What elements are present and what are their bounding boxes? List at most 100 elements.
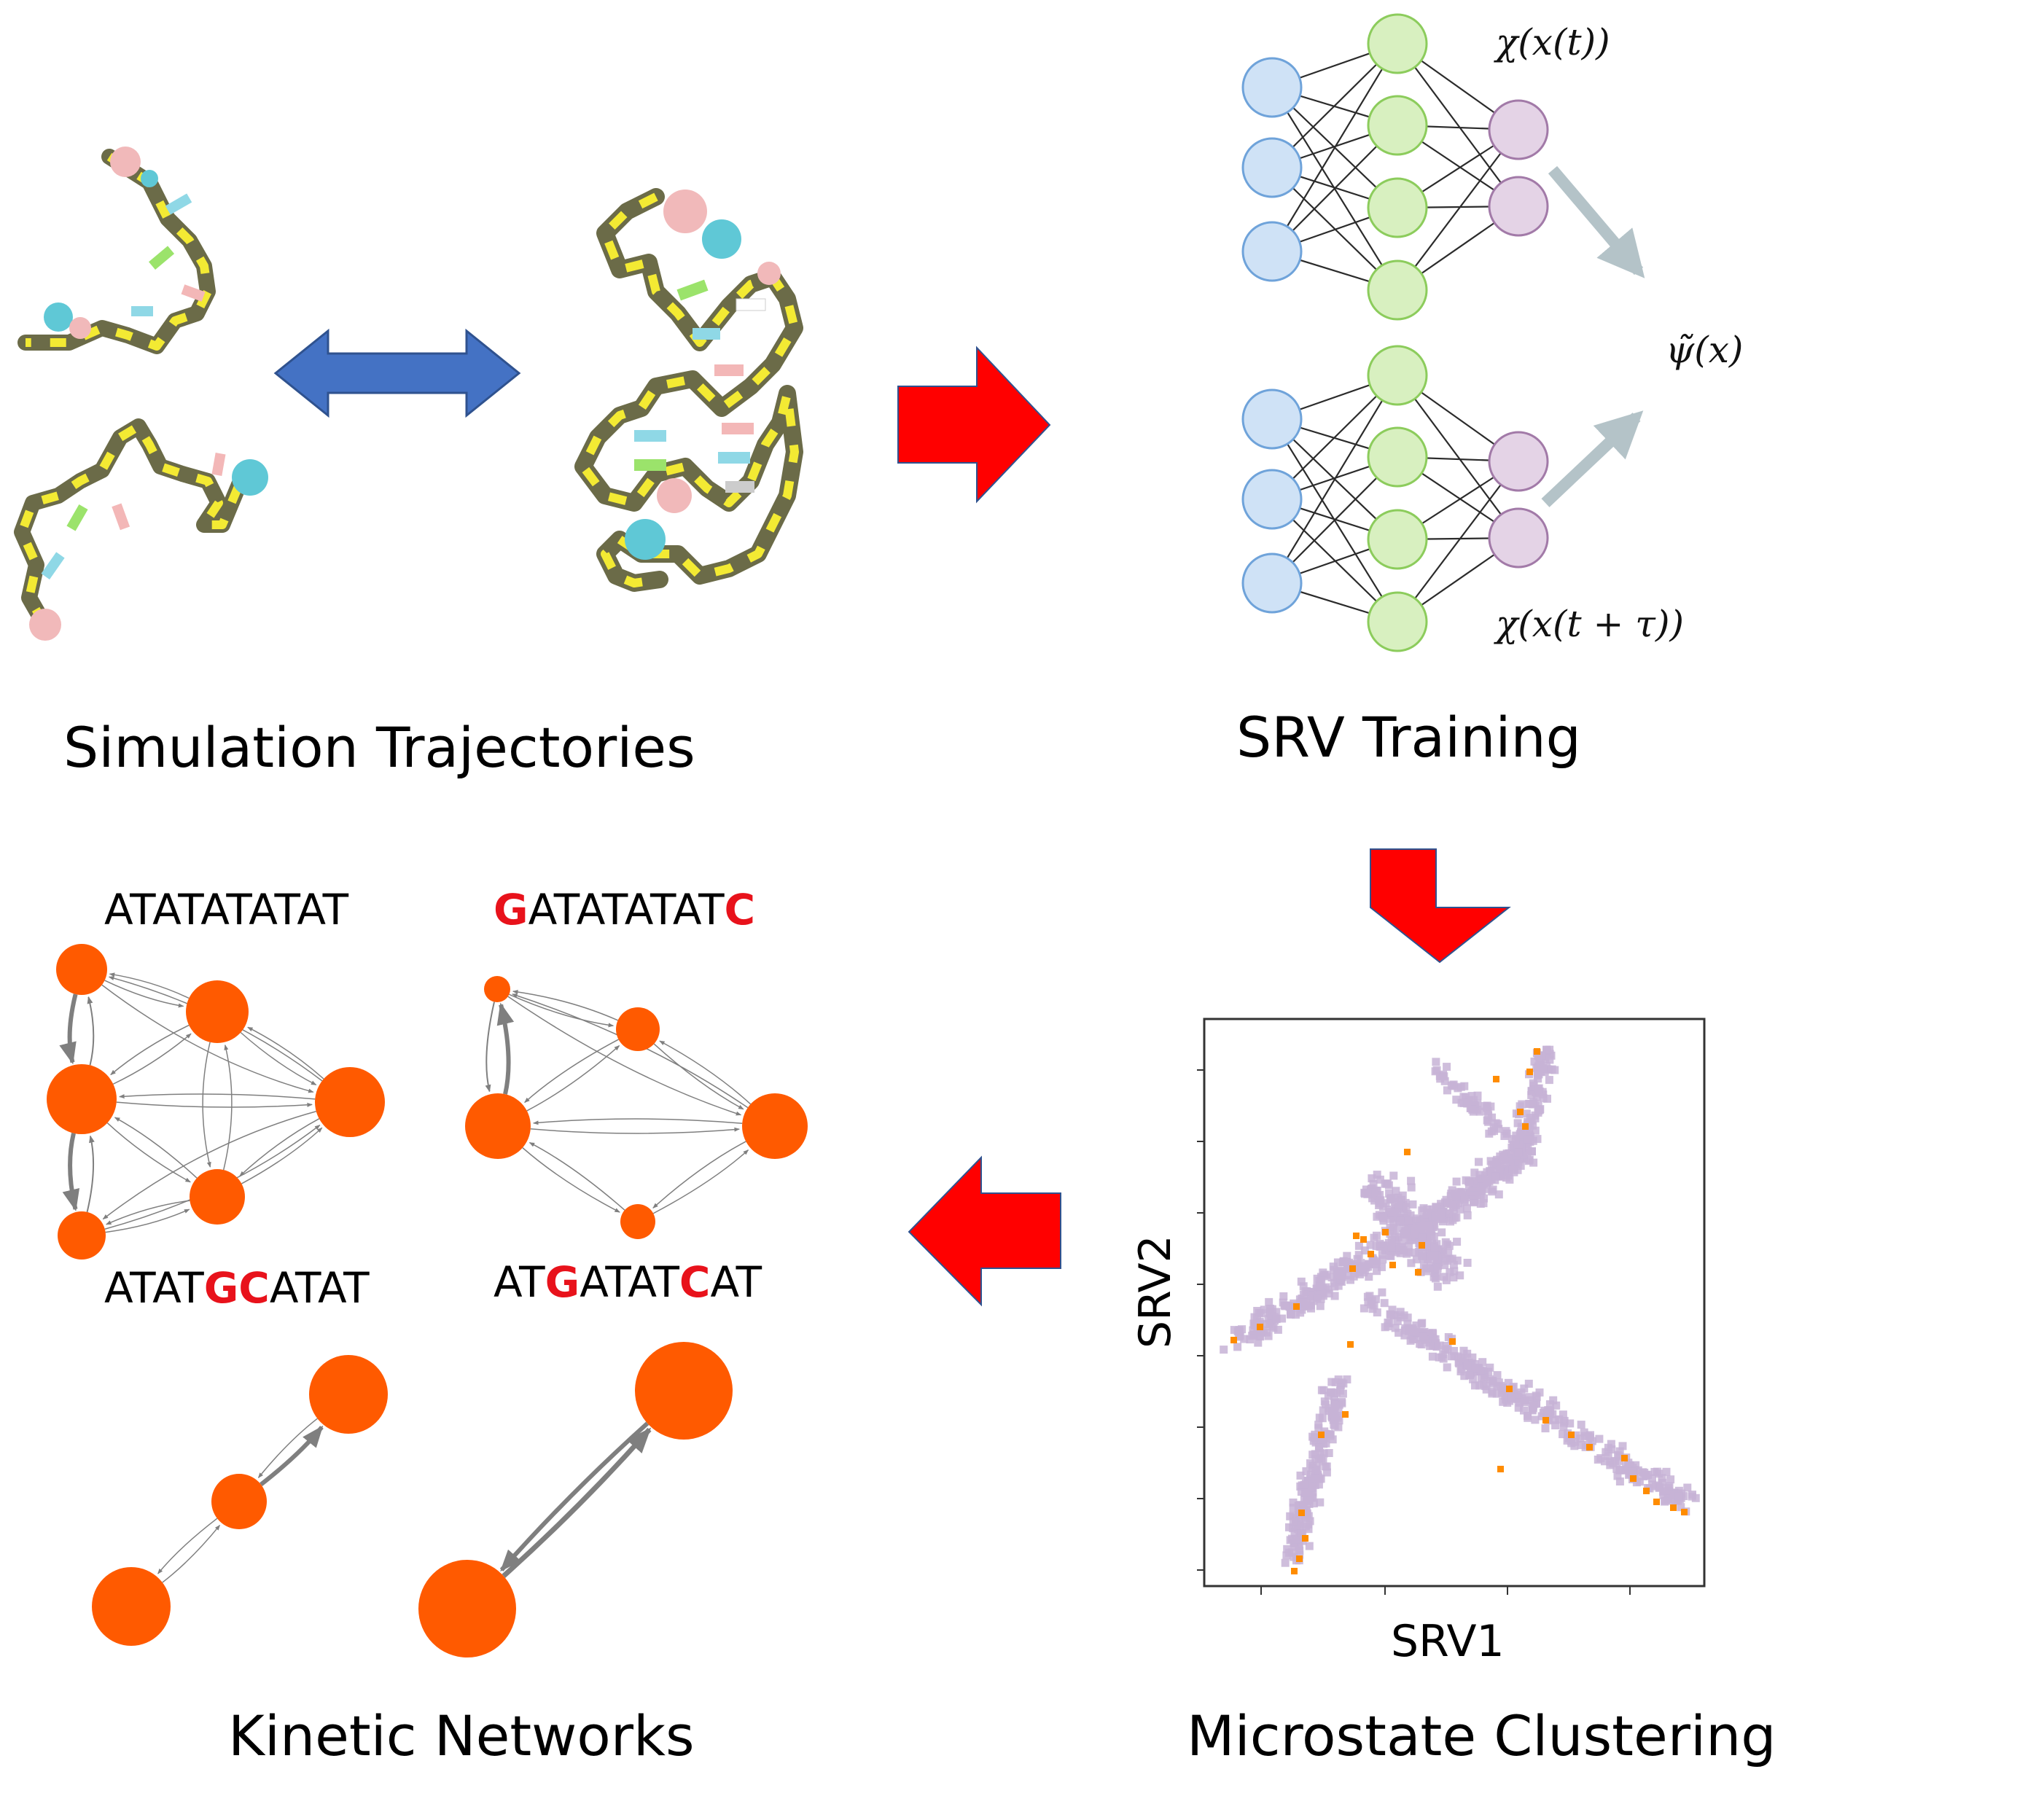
cluster-center: [1419, 1242, 1425, 1249]
transition-edge: [109, 972, 190, 999]
transition-edge: [257, 1418, 318, 1478]
cluster-center: [1353, 1233, 1360, 1239]
sequence-label: ATATGCATAT: [104, 1263, 370, 1313]
state-node: [620, 1204, 655, 1239]
cluster-center: [1368, 1251, 1374, 1257]
input-node: [1241, 221, 1303, 282]
transition-edge: [507, 996, 742, 1116]
transition-edge: [652, 1149, 749, 1214]
sequence-label: ATATATATAT: [104, 885, 349, 934]
cluster-center: [1522, 1123, 1529, 1130]
cluster-center: [1497, 1466, 1504, 1472]
state-node: [186, 980, 249, 1043]
state-node: [315, 1067, 385, 1137]
cluster-center: [1681, 1509, 1688, 1515]
transition-edge: [240, 1031, 317, 1086]
cluster-center: [1296, 1555, 1303, 1562]
state-node: [616, 1007, 660, 1051]
input-node: [1241, 469, 1303, 530]
cluster-center: [1360, 1236, 1367, 1243]
title-microstate-clustering: Microstate Clustering: [1187, 1703, 1776, 1768]
hidden-node: [1367, 95, 1428, 156]
title-simulation-trajectories: Simulation Trajectories: [63, 715, 695, 780]
transition-edge: [106, 1122, 191, 1183]
state-node: [465, 1093, 531, 1159]
input-node: [1241, 388, 1303, 450]
folded-dna-structure: [574, 188, 803, 592]
cluster-center: [1630, 1475, 1637, 1482]
transition-edge: [260, 1425, 324, 1487]
sequence-label: ATGATATCAT: [494, 1257, 762, 1307]
state-node: [635, 1342, 733, 1440]
output-node: [1488, 176, 1549, 237]
transition-edge: [485, 1001, 495, 1093]
input-node: [1241, 57, 1303, 118]
hidden-node: [1367, 591, 1428, 652]
output-node: [1488, 507, 1549, 569]
y-axis-label: SRV2: [1130, 1235, 1181, 1348]
cluster-center: [1534, 1048, 1540, 1055]
transition-edge: [524, 1039, 619, 1104]
flow-arrow-right: [897, 345, 1051, 504]
transition-edge: [528, 1141, 625, 1211]
transition-edge: [162, 1524, 221, 1583]
transition-edge: [530, 1127, 740, 1134]
cluster-center: [1342, 1411, 1349, 1418]
transition-edge: [86, 1135, 95, 1213]
transition-edge: [499, 1421, 650, 1572]
neural-network-diagram: [1241, 13, 1549, 652]
transition-edge: [102, 1111, 316, 1220]
transition-edge: [247, 1026, 324, 1079]
transition-edge: [202, 1042, 211, 1168]
input-node: [1241, 552, 1303, 614]
transition-edge: [223, 1044, 233, 1171]
kinetic-networks: [47, 944, 808, 1657]
transition-edge: [533, 1118, 743, 1125]
state-node: [190, 1169, 245, 1225]
cluster-center: [1230, 1337, 1237, 1343]
transition-edge: [659, 1040, 752, 1105]
transition-edge: [87, 996, 95, 1066]
arrow-to-psi-bottom: [1541, 410, 1644, 507]
hidden-node: [1367, 345, 1428, 406]
unfolded-dna-structures: [14, 147, 268, 641]
state-node: [47, 1064, 117, 1134]
transition-edge: [239, 1118, 320, 1177]
double-arrow: [273, 328, 521, 418]
state-node: [92, 1567, 171, 1646]
cluster-center: [1670, 1504, 1677, 1511]
transition-edge: [105, 1208, 190, 1233]
cluster-center: [1653, 1499, 1660, 1505]
state-node: [484, 976, 510, 1002]
cluster-center: [1568, 1432, 1575, 1438]
output-node: [1488, 431, 1549, 492]
transition-edge: [112, 1033, 192, 1085]
hidden-node: [1367, 13, 1428, 74]
cluster-center: [1493, 1076, 1499, 1082]
cluster-center: [1298, 1510, 1305, 1516]
arrow-to-psi-top: [1548, 165, 1645, 278]
cluster-center: [1318, 1432, 1325, 1438]
transition-edge: [119, 1093, 316, 1100]
cluster-center: [1517, 1109, 1524, 1115]
cluster-center: [1293, 1303, 1300, 1310]
title-kinetic-networks: Kinetic Networks: [228, 1703, 695, 1768]
cluster-center: [1404, 1149, 1411, 1155]
transition-edge: [110, 1024, 190, 1076]
transition-edge: [104, 980, 184, 1008]
cluster-center: [1257, 1324, 1263, 1330]
transition-edge: [106, 1200, 190, 1225]
formula-psi: ψ̃(x): [1666, 329, 1743, 371]
transition-edge: [101, 984, 314, 1093]
cluster-center: [1542, 1417, 1549, 1424]
cluster-center: [1415, 1269, 1421, 1276]
formula-chi-t-tau: χ(x(t + τ)): [1494, 603, 1684, 645]
output-node: [1488, 99, 1549, 160]
transition-edge: [509, 993, 615, 1028]
flow-arrow-left: [908, 1155, 1061, 1307]
transition-edge: [653, 1043, 744, 1110]
transition-edge: [157, 1518, 218, 1574]
formula-chi-t: χ(x(t)): [1494, 21, 1610, 63]
